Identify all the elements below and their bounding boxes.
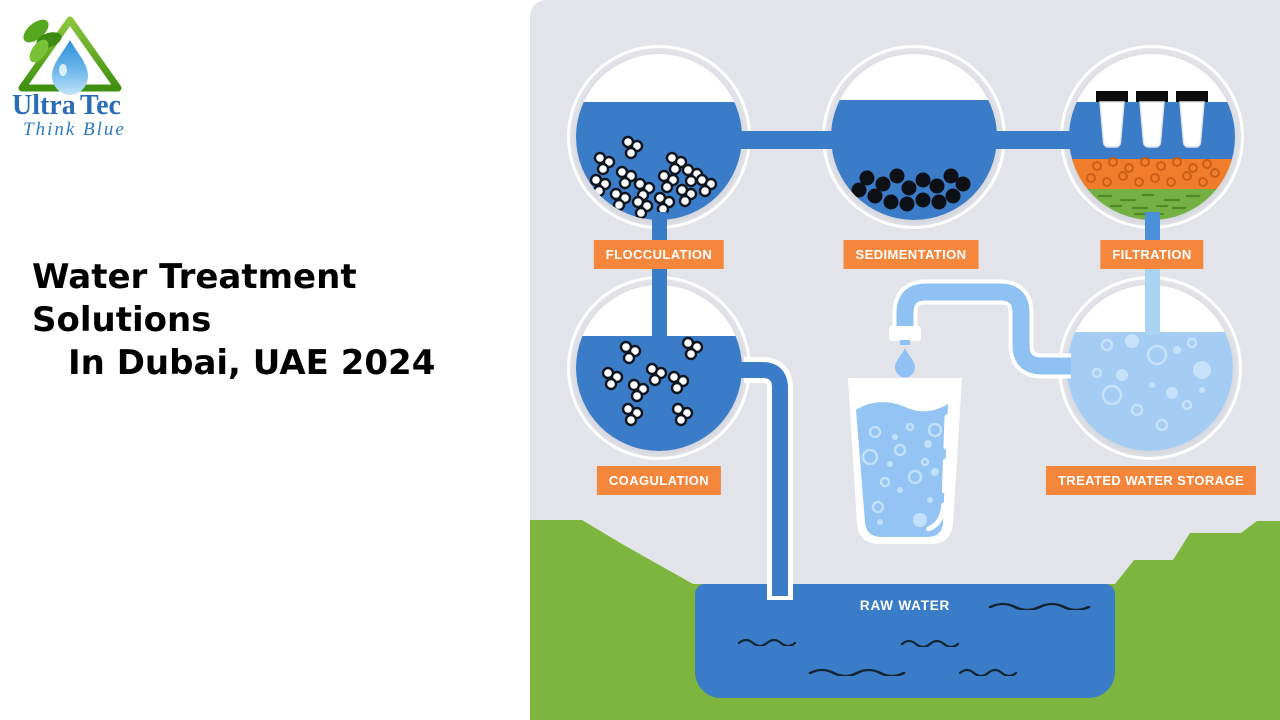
flocculation-label: FLOCCULATION — [593, 240, 725, 269]
logo-drop-highlight — [59, 64, 67, 76]
water-drop-icon — [895, 348, 915, 378]
filtration-tank — [1060, 45, 1244, 229]
faucet-assembly — [889, 279, 1071, 379]
faucet-pipe-outline — [892, 279, 1071, 379]
logo-waterdrop-icon — [52, 40, 88, 95]
storage-bubbles — [1091, 334, 1211, 432]
title-line-2: In Dubai, UAE 2024 — [68, 343, 436, 383]
sedimentation-label: SEDIMENTATION — [843, 240, 979, 269]
water-wave-icon — [900, 639, 960, 647]
logo-leaves-icon — [23, 19, 62, 63]
filter-cartridges — [1096, 91, 1208, 148]
title-line-1: Water Treatment Solutions — [32, 257, 357, 340]
water-wave-icon — [958, 668, 1018, 676]
brand-name-part2: Tec — [80, 90, 121, 121]
pipe-flocculation-to-sedimentation — [741, 131, 832, 149]
glass-highlight — [925, 414, 950, 532]
coagulation-label: COAGULATION — [596, 466, 722, 495]
filtration-label: FILTRATION — [1100, 240, 1204, 269]
pipe-sedimentation-to-filtration — [996, 131, 1070, 149]
glass-bubbles — [861, 422, 943, 527]
brand-name-part1: Ultra — [12, 90, 76, 121]
tap-tip — [900, 340, 910, 345]
raw-water-label: RAW WATER — [859, 598, 951, 613]
gravel-layer — [1086, 157, 1220, 187]
raw-water-pool: RAW WATER — [695, 584, 1115, 698]
water-wave-icon — [808, 668, 906, 676]
water-glass — [840, 372, 970, 557]
page-title: Water Treatment Solutions In Dubai, UAE … — [32, 256, 520, 385]
brand-tagline: Think Blue — [23, 119, 126, 140]
ultratec-logo: Ultra Tec Think Blue — [12, 16, 126, 140]
water-treatment-diagram: RAW WATER — [530, 0, 1280, 720]
sand-layer — [1097, 193, 1201, 216]
water-wave-icon — [988, 602, 1091, 610]
treated-water-storage-label: TREATED WATER STORAGE — [1045, 466, 1257, 495]
water-wave-icon — [737, 638, 797, 646]
pipe-coagulation-to-raw-water — [734, 357, 793, 600]
tap-spigot-icon — [889, 326, 921, 341]
faucet-pipe — [896, 283, 1071, 375]
left-panel: Ultra Tec Think Blue Water Treatment Sol… — [0, 0, 530, 720]
sediment-particles — [851, 168, 971, 212]
